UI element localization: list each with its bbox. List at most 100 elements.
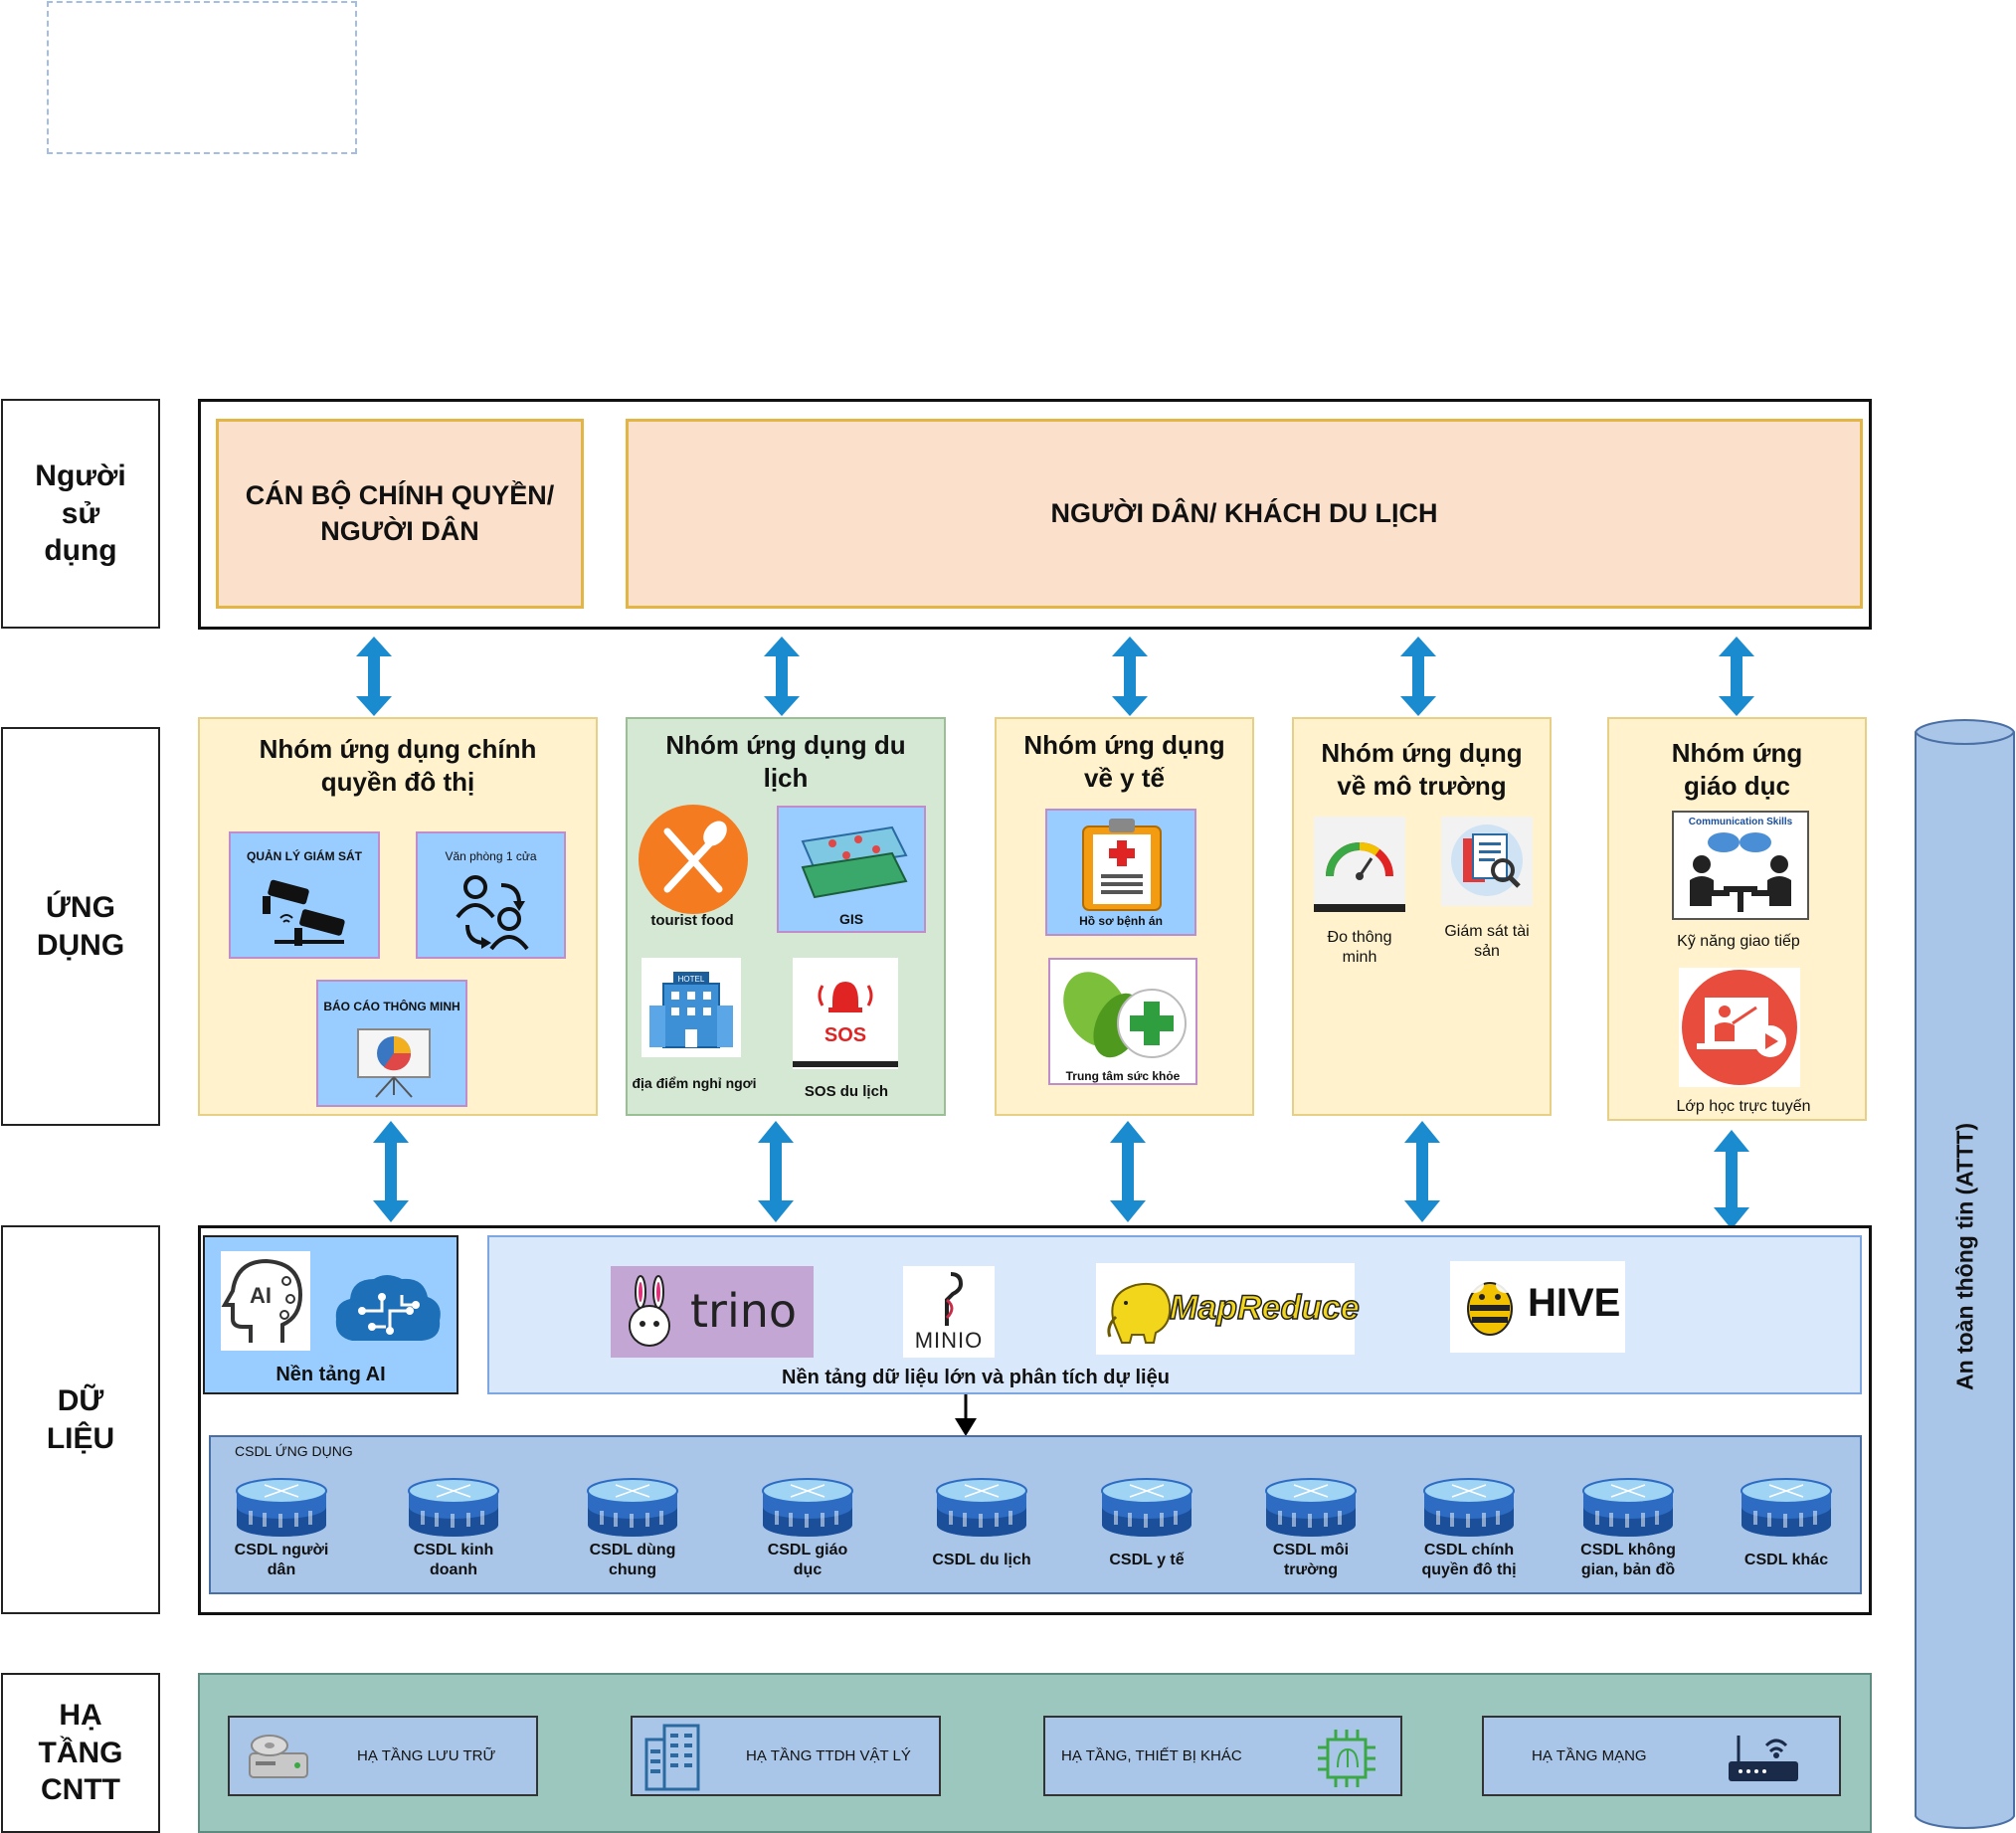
database-item: CSDL môi trường [1264,1477,1358,1578]
group-health-title: Nhóm ứng dụng về y tế [1023,730,1225,793]
asset-monitor-icon [1441,817,1533,906]
database-item: CSDL người dân [235,1477,328,1578]
smart-meter-label: Đo thông minh [1327,929,1392,966]
database-label: CSDL y tế [1109,1552,1185,1568]
group-gov-title: Nhóm ứng dụng chính quyền đô thị [259,734,537,797]
health-center-label: Trung tâm sức khỏe [1065,1069,1181,1083]
brain-circuit-icon [335,1275,441,1341]
db-group-title: CSDL ỨNG DỤNG [235,1443,353,1459]
gis-label: GIS [838,911,864,927]
asset-monitor-label: Giám sát tài sản [1444,923,1530,960]
group-tourism-title: Nhóm ứng dụng du lịch [665,730,906,793]
minio-logo: MINIO [903,1266,995,1358]
arrow-education-data [1714,1130,1749,1229]
tile-medical-record[interactable]: Hồ sơ bệnh án [1045,809,1196,936]
rest-place-label: địa điểm nghỉ ngơi [632,1075,757,1091]
building-icon [644,1724,700,1791]
tile-smart-report-label: BÁO CÁO THÔNG MINH [323,1000,460,1013]
database-item: CSDL khác [1740,1477,1833,1568]
arrow-gov-data [373,1121,409,1222]
tile-one-stop-office[interactable]: Văn phòng 1 cửa [416,831,566,959]
tile-surveillance[interactable]: QUẢN LÝ GIÁM SÁT [229,831,380,959]
group-health: Nhóm ứng dụng về y tế Hồ sơ bệnh án Trun… [995,717,1254,1116]
layer-label-users: Người sử dụng [1,399,160,629]
arrow-users-environment [1400,637,1436,716]
database-cylinder-icon [762,1478,853,1537]
database-cylinder-icon [587,1478,678,1537]
database-cylinder-icon [1265,1478,1357,1537]
database-item: CSDL chính quyền đô thị [1421,1477,1517,1578]
infra-network-label: HẠ TẦNG MẠNG [1532,1747,1647,1764]
tile-health-center[interactable]: Trung tâm sức khỏe [1048,958,1197,1085]
hadoop-elephant-icon [1107,1283,1172,1344]
tourist-food-label: tourist food [650,912,734,929]
smart-meter-icon [1314,817,1405,912]
layer-label-data: DỮ LIỆU [1,1225,160,1614]
arrow-health-data [1110,1121,1146,1222]
infra-storage: HẠ TẦNG LƯU TRỮ [228,1716,538,1796]
people-exchange-icon [456,875,529,951]
layer-label-apps: ỨNG DỤNG [1,727,160,1126]
hive-bee-icon [1464,1277,1516,1336]
layer-label-infra: HẠ TẦNG CNTT [1,1673,160,1833]
infra-datacenter: HẠ TẦNG TTDH VẬT LÝ [631,1716,941,1796]
layer-users-text: Người sử dụng [35,459,126,568]
database-cylinder-icon [236,1478,327,1537]
sos-tourism-label: SOS du lịch [804,1083,889,1100]
cctv-icon [263,879,345,946]
layer-data-text: DỮ LIỆU [46,1384,115,1455]
database-label: CSDL dùng chung [589,1542,676,1578]
storage-drive-icon [249,1735,308,1778]
database-label: CSDL không gian, bản đồ [1580,1542,1676,1578]
arrow-tourism-data [758,1121,794,1222]
hotel-icon: HOTEL [641,958,741,1057]
database-item: CSDL dùng chung [586,1477,679,1578]
group-environment-title: Nhóm ứng dụng về mô trường [1321,738,1523,801]
comm-skills-card[interactable]: Communication Skills [1672,811,1809,920]
infra-devices-label: HẠ TẦNG, THIẾT BỊ KHÁC [1061,1747,1242,1764]
infra-datacenter-label: HẠ TẦNG TTDH VẬT LÝ [746,1747,911,1764]
hive-logo: HIVE [1450,1261,1625,1353]
database-label: CSDL giáo dục [767,1542,848,1578]
arrow-users-gov [356,637,392,716]
comm-skills-label: Kỹ năng giao tiếp [1677,933,1800,950]
hive-wordmark: HIVE [1528,1281,1621,1325]
sos-text: SOS [825,1024,866,1046]
gis-tile[interactable]: GIS [777,806,926,933]
arrow-environment-data [1404,1121,1440,1222]
tile-one-stop-label: Văn phòng 1 cửa [445,849,537,863]
infra-devices: HẠ TẦNG, THIẾT BỊ KHÁC [1043,1716,1402,1796]
ai-platform-label: Nền tảng AI [275,1364,386,1385]
group-education-title: Nhóm ứng giáo dục [1671,738,1803,801]
database-item: CSDL giáo dục [761,1477,854,1578]
bigdata-platform-label: Nền tảng dữ liệu lớn và phân tích dự liệ… [782,1367,1170,1388]
security-label: An toàn thông tin (ATTT) [1951,1122,1978,1391]
citizens-label: NGƯỜI DÂN/ KHÁCH DU LỊCH [1050,497,1438,528]
comm-skills-banner: Communication Skills [1688,817,1793,827]
group-environment: Nhóm ứng dụng về mô trường Đo thông minh… [1292,717,1552,1116]
security-cylinder [1915,718,2015,1830]
minio-bird-icon [945,1272,964,1326]
ai-platform-box: AI Nền tảng AI [203,1235,458,1394]
medical-record-label: Hồ sơ bệnh án [1079,914,1163,928]
database-cylinder-icon [408,1478,499,1537]
meeting-icon [1690,832,1791,912]
sos-alarm-icon: SOS [793,958,898,1069]
tile-smart-report[interactable]: BÁO CÁO THÔNG MINH [316,980,467,1107]
presentation-chart-icon [357,1028,431,1098]
citizens-box: NGƯỜI DÂN/ KHÁCH DU LỊCH [626,419,1863,609]
trino-bunny-icon [629,1275,670,1347]
online-class-label: Lớp học trực tuyến [1676,1098,1811,1115]
database-item: CSDL kinh doanh [407,1477,500,1578]
database-label: CSDL người dân [234,1542,329,1578]
online-class-icon [1679,968,1800,1087]
arrow-users-tourism [764,637,800,716]
group-tourism: Nhóm ứng dụng du lịch tourist food GIS H… [626,717,946,1116]
database-cylinder-icon [1582,1478,1674,1537]
mapreduce-logo: MapReduce [1096,1263,1361,1355]
health-plus-icon [1063,972,1187,1058]
infra-storage-label: HẠ TẦNG LƯU TRỮ [357,1747,496,1764]
layer-infra-text: HẠ TẦNG CNTT [38,1699,123,1807]
trino-logo: trino [611,1266,814,1358]
group-education: Nhóm ứng giáo dục Communication Skills K… [1607,717,1867,1121]
